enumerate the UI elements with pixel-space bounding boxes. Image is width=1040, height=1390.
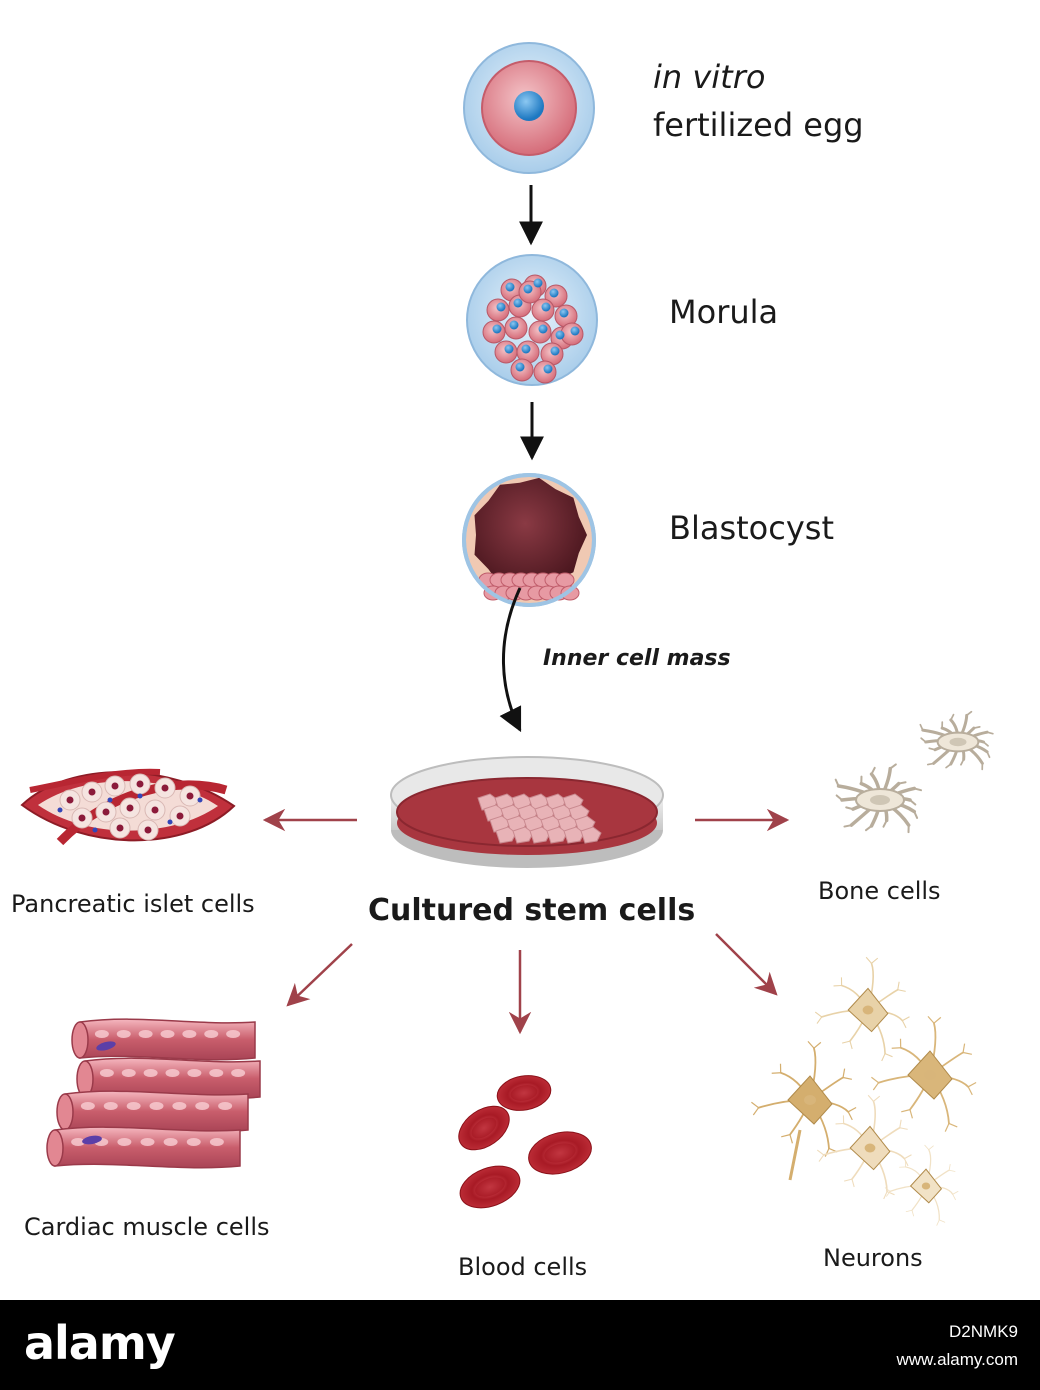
differentiation-arrows [262, 808, 790, 1035]
cultured-stem-cells-label: Cultured stem cells [368, 893, 696, 928]
blastocyst-icon [462, 473, 596, 607]
site-url: www.alamy.com [896, 1350, 1018, 1369]
morula-label: Morula [669, 293, 779, 331]
alamy-logo: alamy [24, 1316, 176, 1370]
watermark-footer: alamy D2NMK9 www.alamy.com [0, 1300, 1040, 1390]
blood-cells-icon [458, 1075, 592, 1209]
inner-cell-mass-label: Inner cell mass [543, 646, 731, 671]
egg-label-line1: in vitro [653, 58, 766, 96]
bone-cells-icon [834, 710, 994, 834]
pancreatic-islet-icon [20, 768, 236, 846]
cardiac-muscle-icon [46, 1018, 261, 1169]
fertilized-egg-icon [463, 42, 595, 174]
bone-cells-label: Bone cells [818, 877, 941, 905]
stem-cell-diagram [20, 42, 994, 1226]
cardiac-muscle-label: Cardiac muscle cells [24, 1213, 270, 1241]
egg-label-line2: fertilized egg [653, 106, 864, 144]
neurons-label: Neurons [823, 1244, 923, 1272]
image-id: D2NMK9 [949, 1322, 1018, 1341]
neurons-icon [751, 956, 977, 1226]
morula-icon [466, 254, 598, 386]
arrow-to-cardiac [286, 943, 353, 1007]
arrow-to-neurons [715, 933, 778, 996]
blastocyst-label: Blastocyst [669, 509, 834, 547]
blood-cells-label: Blood cells [458, 1253, 588, 1281]
arrow-inner-cell-mass [499, 587, 522, 733]
pancreatic-islet-label: Pancreatic islet cells [11, 890, 255, 918]
petri-dish-icon [390, 756, 664, 868]
